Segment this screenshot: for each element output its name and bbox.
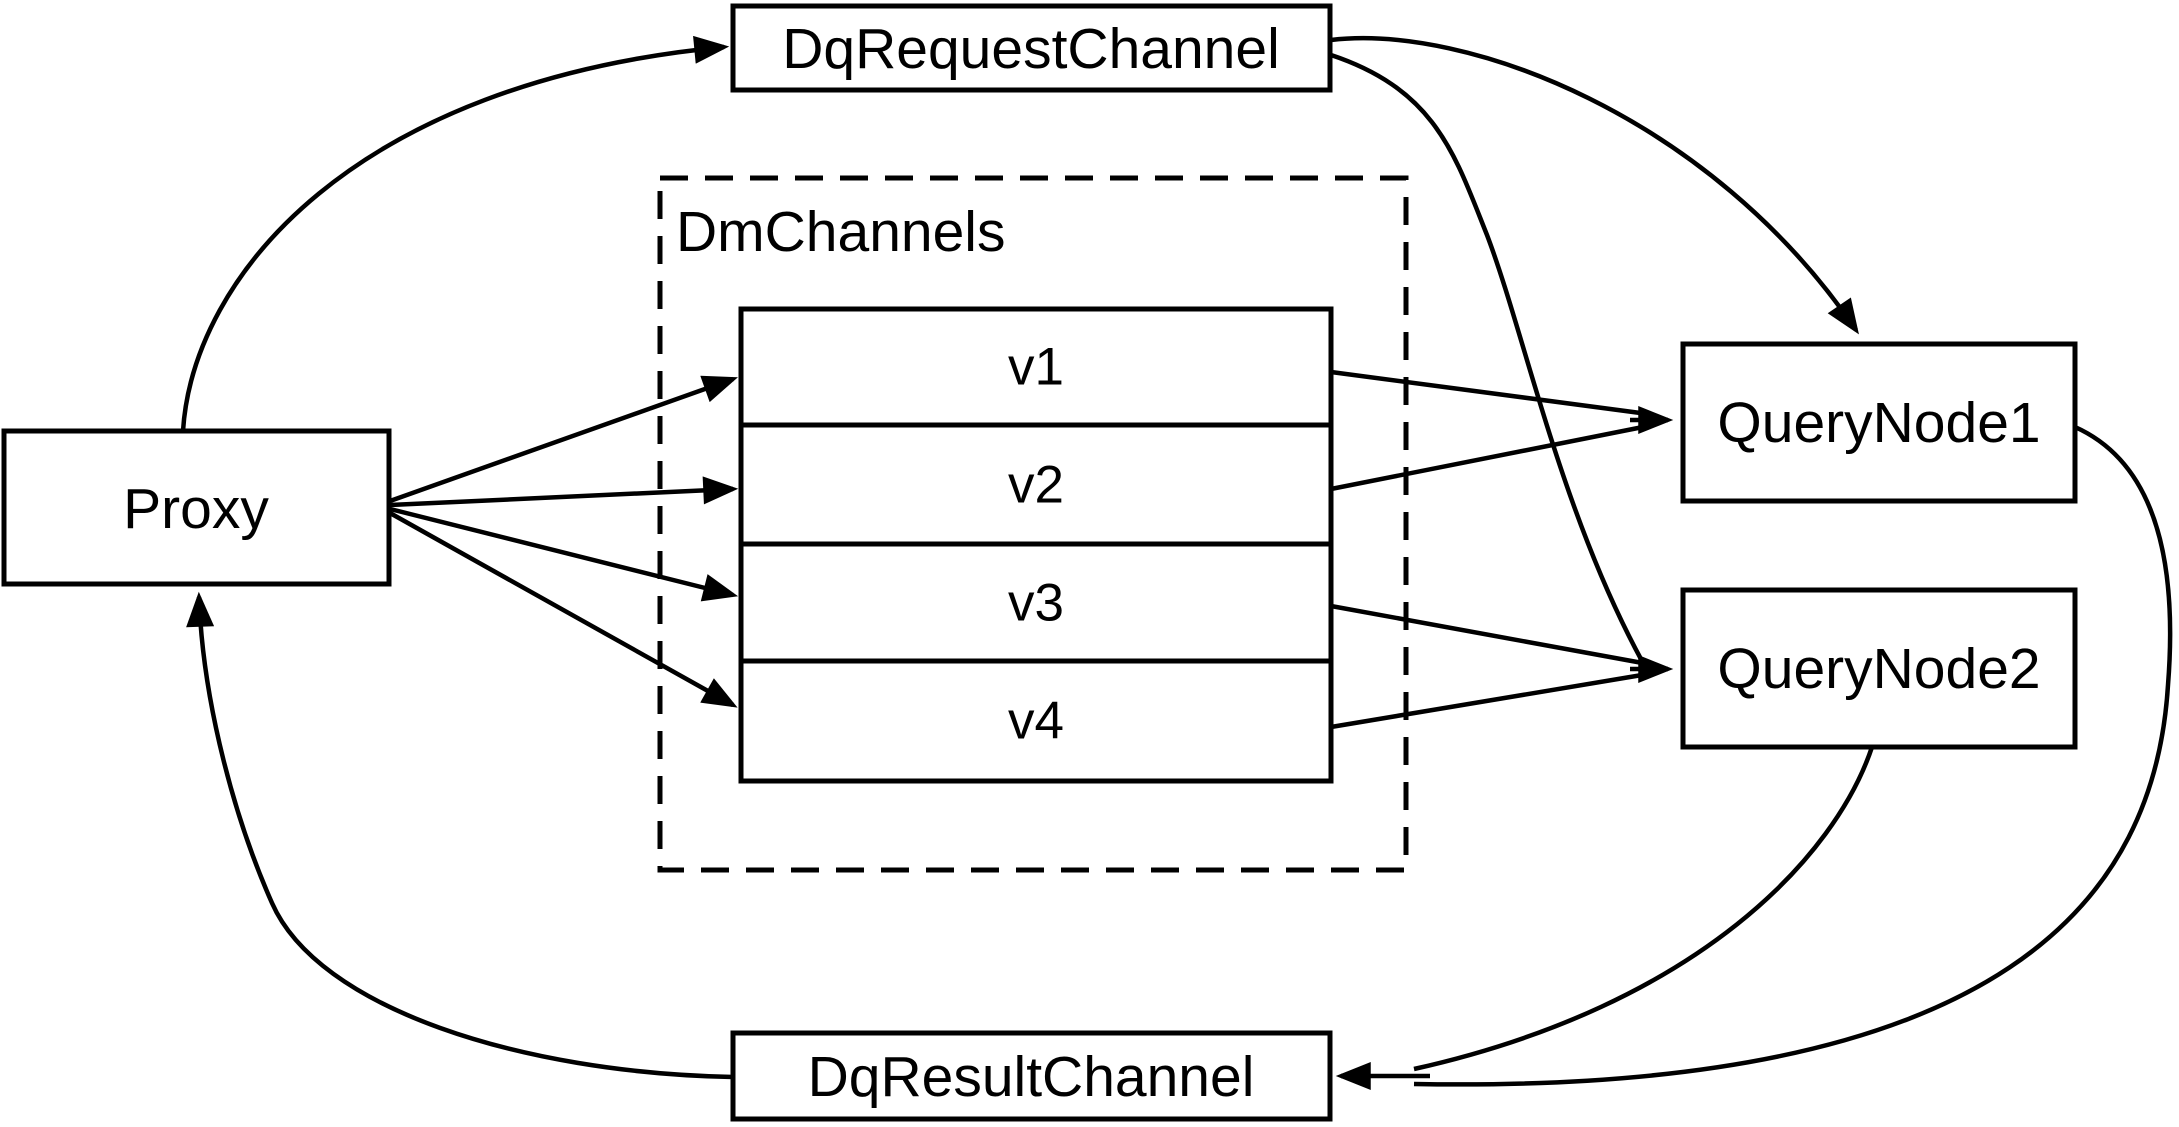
node-query-node-1: QueryNode1 [1680,341,2078,504]
dm-channels-group-label: DmChannels [676,200,1005,264]
node-dq-result-channel: DqResultChannel [730,1030,1333,1122]
node-dq-result-channel-label: DqResultChannel [808,1045,1255,1109]
node-query-node-1-box [1680,341,2078,504]
node-dq-request-channel-box [730,3,1333,93]
edge-querynode1-to-dqresultchannel [1413,424,2173,1087]
node-query-node-1-label: QueryNode1 [1717,391,2040,455]
dm-channels-group-border [657,175,1409,873]
node-query-node-2-label: QueryNode2 [1717,637,2040,701]
edge-querynode2-to-dqresultchannel [1413,746,1875,1072]
edge-dqresultchannel-to-proxy [186,591,734,1080]
channel-stack: v1 v2 v3 v4 [738,306,1334,784]
edge-proxy-to-v3 [389,506,739,602]
node-query-node-2-box [1680,587,2078,750]
edge-proxy-to-dqrequestchannel [180,35,730,432]
node-v4-label: v4 [1008,692,1064,751]
edge-v3-to-querynode2 [1330,603,1649,667]
edge-v1-to-querynode1 [1330,369,1649,417]
node-proxy-box [1,428,392,587]
node-v1-label: v1 [1008,338,1064,397]
edge-proxy-to-v1 [389,375,738,504]
edge-v4-to-querynode2 [1330,671,1649,730]
edge-v2-to-querynode1 [1330,423,1649,492]
node-query-node-2: QueryNode2 [1680,587,2078,750]
dm-channels-group: DmChannels v1 v2 v3 v4 [657,175,1409,873]
node-dq-request-channel-label: DqRequestChannel [782,17,1280,81]
edges [180,35,2173,1090]
node-proxy-label: Proxy [123,477,269,541]
edge-dqrequestchannel-to-querynode1 [1330,35,1859,335]
edge-dqrequestchannel-to-querynode2 [1330,52,1644,663]
edge-proxy-to-v4 [388,511,738,708]
node-v2-label: v2 [1008,456,1064,515]
node-proxy: Proxy [1,428,392,587]
node-v3-label: v3 [1008,574,1064,633]
node-dq-request-channel: DqRequestChannel [730,3,1333,93]
node-dq-result-channel-box [730,1030,1333,1122]
edge-proxy-to-v2 [389,476,739,508]
